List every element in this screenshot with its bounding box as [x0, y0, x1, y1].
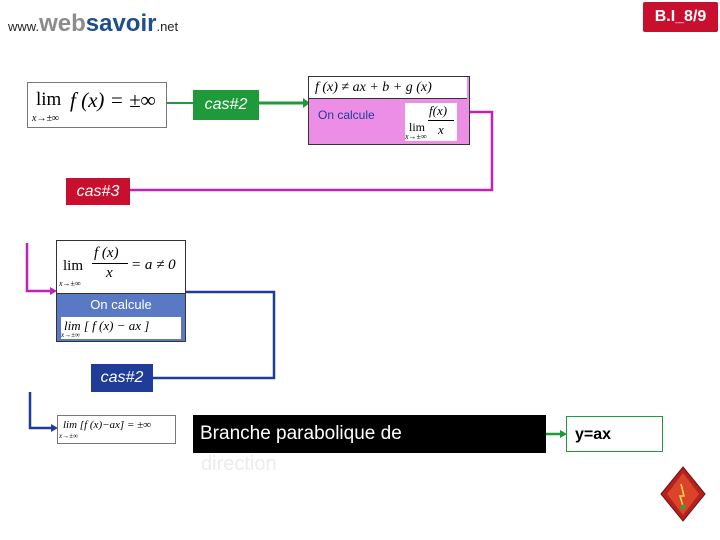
arrow-into-yax — [560, 430, 567, 438]
case-2-label-top: cas#2 — [193, 90, 259, 120]
diamond-nav-icon[interactable] — [660, 466, 706, 522]
case-2-label-bottom: cas#2 — [91, 364, 153, 392]
ratio-subscript: x→±∞ — [405, 132, 427, 141]
difference-limit-expression: lim [ f (x) − ax ] — [64, 318, 150, 333]
ratio-denominator: x — [438, 122, 444, 137]
difference-limit-formula: lim [ f (x) − ax ] x→±∞ — [61, 317, 181, 339]
slope-limit-box: lim f (x) x = a ≠ 0 x→±∞ On calcule lim … — [56, 240, 186, 342]
slope-limit-formula: lim f (x) x = a ≠ 0 x→±∞ — [57, 241, 185, 294]
slope-rhs: = a ≠ 0 — [131, 257, 176, 273]
on-calcule-text-2: On calcule — [90, 297, 152, 312]
case-3-label: cas#3 — [66, 178, 130, 205]
difference-infinite-box: lim [f (x)−ax] = ±∞ x→±∞ — [57, 415, 176, 444]
parabolic-branch-conclusion: Branche parabolique de — [193, 415, 546, 453]
slide-id-badge: B.I_8/9 — [643, 2, 718, 32]
logo-suffix: .net — [156, 19, 179, 34]
limit-operator: lim — [36, 89, 62, 110]
slope-subscript: x→±∞ — [59, 279, 81, 288]
difference-infinite-expression: lim [f (x)−ax] = ±∞ — [63, 419, 151, 431]
on-calcule-text: On calcule — [318, 108, 375, 122]
difference-infinite-subscript: x→±∞ — [59, 432, 78, 440]
fraction-bar — [428, 120, 454, 121]
logo-prefix: www. — [8, 19, 40, 34]
connector-cas2-box5 — [28, 392, 51, 430]
direction-equation-box: y=ax — [566, 416, 663, 452]
ratio-numerator: f(x) — [429, 103, 448, 118]
connector-box4-cas2 — [153, 290, 276, 380]
limit-subscript: x→±∞ — [32, 113, 60, 124]
logo-savoir: savoir — [85, 10, 157, 37]
connector-cas3-box4 — [25, 243, 50, 293]
direction-text: direction — [201, 453, 277, 475]
not-asymptote-box: f (x) ≠ ax + b + g (x) On calcule lim f(… — [308, 76, 470, 145]
ratio-limit-formula: lim f(x) x x→±∞ — [405, 103, 457, 141]
arrow-into-box4 — [50, 287, 57, 295]
ratio-lim: lim — [409, 120, 426, 134]
arrow-into-box3 — [303, 98, 310, 108]
limit-infinite-box: lim f (x) = ±∞ x→±∞ — [27, 82, 167, 128]
slope-fraction-bar — [92, 263, 128, 264]
slope-denominator: x — [106, 265, 113, 281]
connector-box3-cas3 — [130, 110, 494, 192]
slope-lim: lim — [63, 258, 84, 274]
non-asymptote-expression: f (x) ≠ ax + b + g (x) — [309, 77, 467, 99]
logo-web: web — [39, 10, 86, 37]
limit-expression: f (x) = ±∞ — [70, 88, 156, 112]
slope-numerator: f (x) — [94, 245, 119, 261]
arrow-into-box5 — [51, 424, 58, 432]
difference-limit-subscript: x→±∞ — [61, 331, 80, 339]
site-logo[interactable]: www.websavoir.net — [8, 10, 178, 38]
